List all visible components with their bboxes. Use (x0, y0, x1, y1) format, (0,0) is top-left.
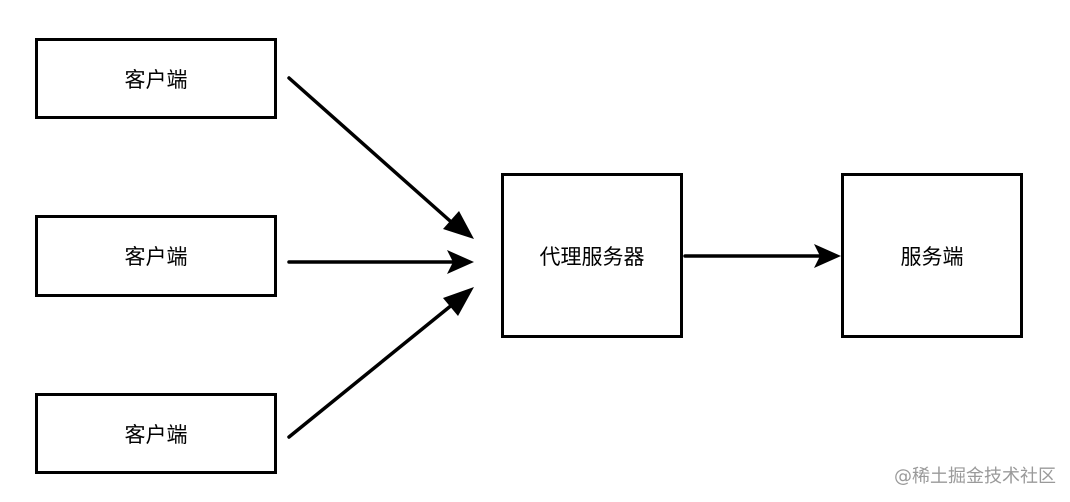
arrowhead-client-1 (443, 211, 474, 239)
client-box-3: 客户端 (35, 393, 277, 474)
client-label-1: 客户端 (124, 67, 188, 92)
client-box-2: 客户端 (35, 215, 277, 297)
arrowhead-client-3 (443, 287, 474, 316)
proxy-server-box: 代理服务器 (501, 173, 683, 338)
arrowhead-server (814, 244, 841, 268)
arrow-client-1-to-proxy (287, 76, 460, 230)
client-label-2: 客户端 (124, 245, 188, 269)
proxy-server-label: 代理服务器 (539, 244, 645, 269)
client-label-3: 客户端 (124, 422, 188, 447)
arrow-client-3-to-proxy (287, 298, 460, 439)
watermark-text: @稀土掘金技术社区 (894, 466, 1056, 487)
arrowhead-client-2 (447, 250, 474, 274)
server-box: 服务端 (841, 173, 1023, 338)
client-box-1: 客户端 (35, 38, 277, 119)
server-label: 服务端 (900, 244, 964, 269)
